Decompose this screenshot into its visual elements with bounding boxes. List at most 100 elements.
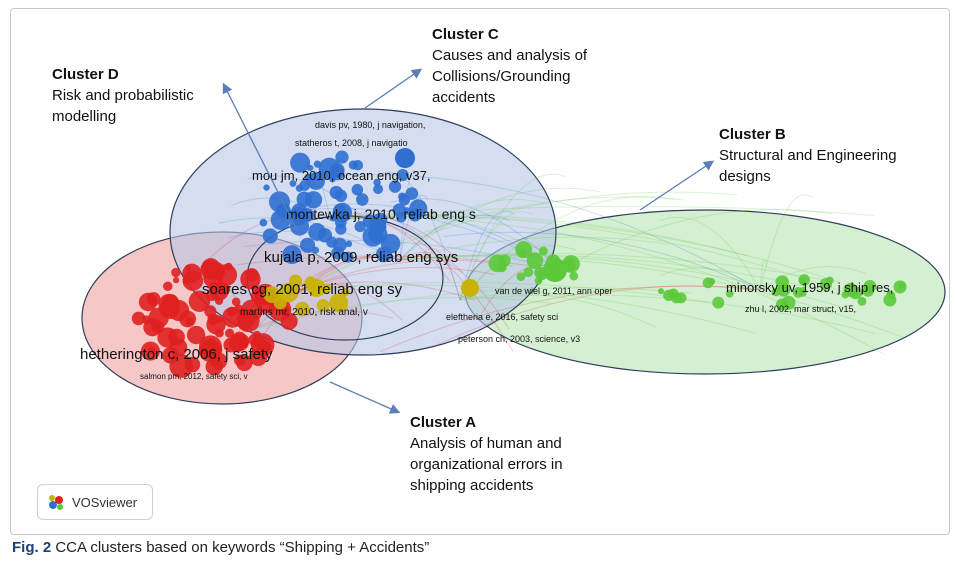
cluster-b-node xyxy=(523,267,534,278)
cluster-c-node xyxy=(348,160,358,170)
network-edge xyxy=(329,217,885,355)
cluster-a-arrow xyxy=(329,381,401,414)
cluster-c-node xyxy=(317,228,333,243)
cluster-b-node xyxy=(887,291,896,300)
cluster-d-label: Cluster D Risk and probabilistic modelli… xyxy=(52,64,222,127)
node-label: minorsky uv, 1959, j ship res, xyxy=(726,280,893,295)
cluster-b-node xyxy=(897,282,905,289)
figure-caption: Fig. 2 CCA clusters based on keywords “S… xyxy=(12,539,429,556)
cluster-c-node xyxy=(403,207,411,215)
cluster-a-node xyxy=(207,338,216,347)
cluster-c-node xyxy=(373,184,384,195)
network-edge xyxy=(329,217,514,352)
network-edge xyxy=(459,196,675,301)
node-label: peterson ch, 2003, science, v3 xyxy=(458,334,580,344)
cluster-a-node xyxy=(280,312,298,330)
cluster-c-node xyxy=(373,212,388,227)
cluster-c-node xyxy=(392,203,406,217)
cluster-d-title: Cluster D xyxy=(52,66,119,83)
node-label: statheros t, 2008, j navigatio xyxy=(295,138,408,148)
network-edge xyxy=(306,173,761,291)
cluster-c-node xyxy=(307,172,325,190)
logo-text: VOSviewer xyxy=(72,494,138,510)
cluster-c-node xyxy=(313,160,322,168)
cluster-a-node xyxy=(146,292,161,306)
cluster-c-node xyxy=(396,169,409,182)
network-edge xyxy=(399,253,835,283)
network-edge xyxy=(423,248,461,301)
cluster-c-description: Causes and analysis of Collisions/Ground… xyxy=(432,47,588,106)
cluster-a-node xyxy=(172,277,180,284)
cluster-c-node xyxy=(331,246,345,260)
cluster-c-node xyxy=(296,191,312,207)
cluster-b-node xyxy=(657,288,665,295)
cluster-a-node xyxy=(131,311,146,326)
cluster-a-node xyxy=(231,297,241,307)
cluster-a-label: Cluster A Analysis of human and organiza… xyxy=(410,412,595,496)
cluster-a-node xyxy=(171,267,181,278)
network-edge xyxy=(299,191,738,291)
cluster-d-node xyxy=(316,298,330,312)
cluster-b-label: Cluster B Structural and Engineering des… xyxy=(719,124,934,187)
cluster-c-node xyxy=(307,164,314,172)
cluster-b-node xyxy=(517,248,527,258)
network-edge xyxy=(299,281,711,304)
network-edge xyxy=(329,214,748,257)
cluster-d-node xyxy=(294,301,310,317)
cluster-c-node xyxy=(334,189,348,202)
cluster-d-node xyxy=(263,286,281,303)
node-label: davis pv, 1980, j navigation, xyxy=(315,120,425,130)
network-edge xyxy=(459,211,534,301)
cluster-b-node xyxy=(798,274,810,286)
cluster-a-node xyxy=(182,263,202,283)
cluster-b-node xyxy=(488,254,507,273)
cluster-c-node xyxy=(289,179,297,187)
cluster-a-node xyxy=(198,339,222,363)
cluster-a-node xyxy=(214,296,224,305)
cluster-c-node xyxy=(329,176,336,183)
cluster-c-node xyxy=(408,208,422,222)
cluster-b-node xyxy=(725,289,734,298)
cluster-c-node xyxy=(335,223,347,235)
network-edge xyxy=(399,256,906,339)
cluster-a-node xyxy=(168,299,190,322)
cluster-a-description: Analysis of human and organizational err… xyxy=(410,435,563,494)
network-edge xyxy=(659,216,761,291)
network-edge xyxy=(378,171,461,301)
cluster-b-node xyxy=(534,266,546,279)
caption-label: Fig. 2 xyxy=(12,539,52,556)
network-edge xyxy=(459,210,515,301)
cluster-c-node xyxy=(276,203,291,219)
cluster-c-node xyxy=(354,220,366,233)
node-label: salmon pm, 2012, safety sci, v xyxy=(140,372,248,381)
cluster-d-node xyxy=(329,293,349,313)
network-edge xyxy=(759,258,768,291)
node-label: eleftheria e, 2016, safety sci xyxy=(446,312,558,322)
cluster-c-node xyxy=(351,183,364,196)
network-edge xyxy=(299,259,513,291)
cluster-b-node xyxy=(526,252,544,269)
cluster-a-node xyxy=(163,281,173,291)
cluster-b-node xyxy=(534,276,543,285)
network-edge xyxy=(399,214,510,261)
cluster-b-node xyxy=(775,298,788,311)
cluster-d-node xyxy=(341,287,350,297)
network-edge xyxy=(244,239,561,271)
cluster-c-node xyxy=(330,162,345,178)
network-edge xyxy=(433,285,761,348)
cluster-c-node xyxy=(289,206,308,226)
cluster-c-node xyxy=(282,245,302,265)
cluster-b-node xyxy=(843,283,856,296)
vosviewer-logo: VOSviewer xyxy=(37,484,153,520)
cluster-d-node xyxy=(304,276,317,289)
cluster-d-node xyxy=(321,283,332,294)
cluster-b-arrow xyxy=(639,160,715,211)
cluster-b-node xyxy=(702,277,714,289)
cluster-c-node xyxy=(356,193,369,206)
cluster-a-node xyxy=(260,341,272,353)
cluster-b-node xyxy=(538,246,548,256)
network-edge xyxy=(329,213,539,250)
cluster-c-label: Cluster C Causes and analysis of Collisi… xyxy=(432,24,622,108)
node-label: van de wiel g, 2011, ann oper xyxy=(495,286,612,296)
network-edge xyxy=(660,267,761,291)
